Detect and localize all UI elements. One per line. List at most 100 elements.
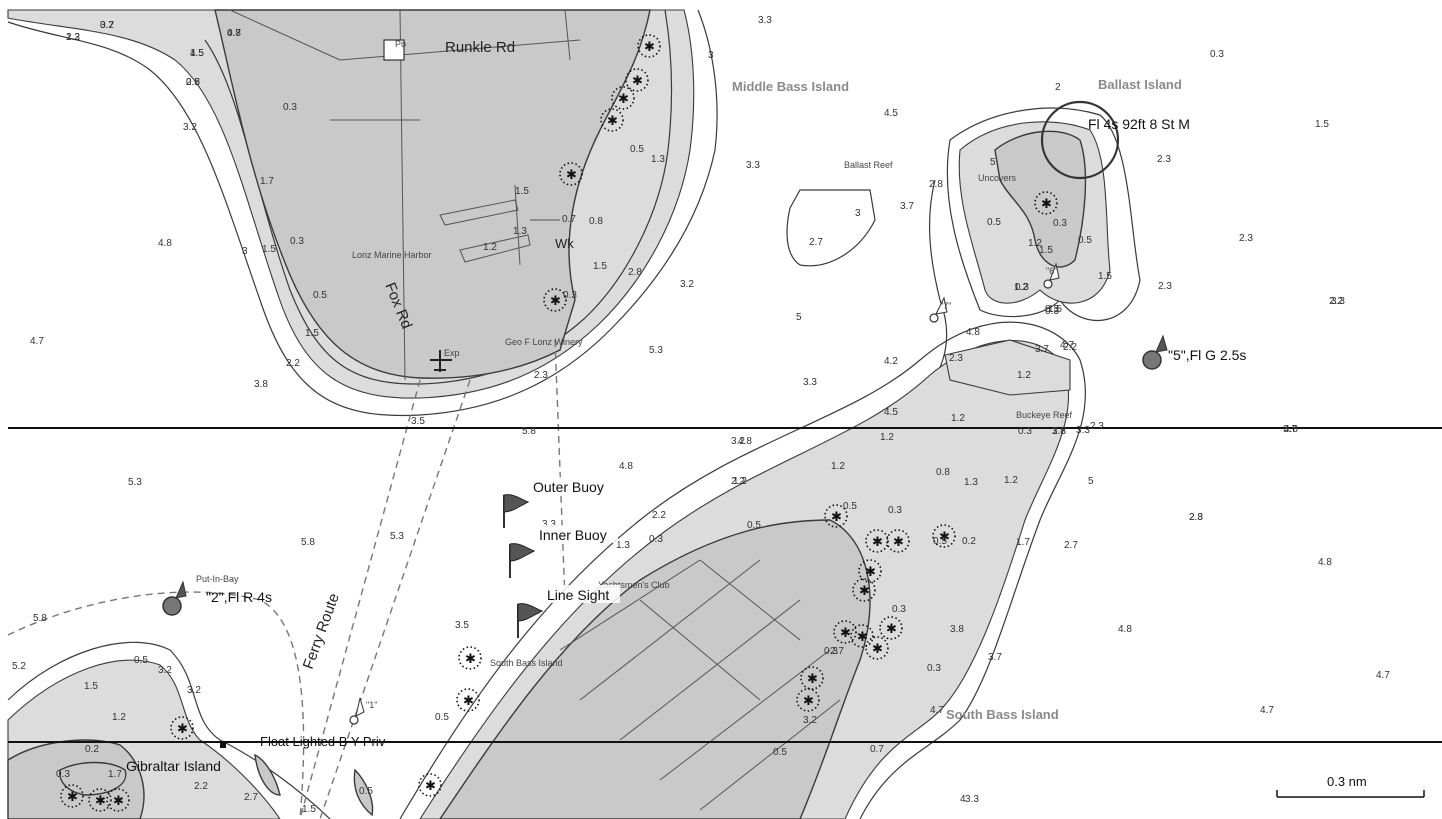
sounding: 0.3 [1210, 49, 1224, 60]
rock-icon [170, 716, 194, 740]
waypoint-line-sight[interactable]: Line Sight [517, 585, 620, 638]
label-wreck: Wk [555, 236, 574, 251]
sounding: 1.2 [733, 476, 747, 487]
sounding: 1.2 [831, 461, 845, 472]
sounding: 5.3 [128, 477, 142, 488]
ferry-line-2 [319, 379, 471, 819]
light-ring-ballast [1040, 100, 1120, 180]
sounding: 2.3 [534, 370, 548, 381]
label-grid-sign: Exp [444, 348, 460, 358]
buoy-5-icon[interactable] [1142, 334, 1168, 370]
rock-icon [879, 616, 903, 640]
rock-star-icon: ✱ [857, 630, 868, 645]
rocks-layer: ✱✱✱✱✱✱✱✱✱✱✱✱✱✱✱✱✱✱✱✱✱✱✱✱✱✱ [60, 34, 1058, 812]
rock-icon [858, 559, 882, 583]
rock-star-icon: ✱ [113, 794, 124, 809]
sounding: 0.3 [283, 102, 297, 113]
sounding: 0.5 [134, 655, 148, 666]
south-bass-island [399, 321, 1086, 819]
sounding: 2.3 [1090, 421, 1104, 432]
label-uncovers: Uncovers [978, 173, 1017, 183]
sounding: 5.8 [522, 426, 536, 437]
scale-bar: 0.3 nm [1276, 774, 1425, 798]
rock-star-icon: ✱ [831, 510, 842, 525]
label-put-in-bay: Put-In-Bay [196, 574, 239, 584]
sounding: 4.8 [738, 436, 752, 447]
rock-star-icon: ✱ [644, 40, 655, 55]
label-inner-buoy: Inner Buoy [539, 527, 607, 543]
rock-icon [418, 773, 442, 797]
rock-icon [456, 688, 480, 712]
label-gibraltar-island: Gibraltar Island [126, 758, 221, 774]
rock-star-icon: ✱ [872, 535, 883, 550]
buoy-1-icon[interactable] [349, 697, 365, 725]
sounding: 3.2 [100, 20, 114, 31]
label-south-bass-island: South Bass Island [946, 707, 1059, 722]
buoy-7-icon[interactable] [929, 296, 948, 323]
sounding: 4.5 [190, 48, 204, 59]
waypoint-inner-buoy[interactable]: Inner Buoy [509, 525, 618, 578]
sounding: 3.7 [900, 201, 914, 212]
sounding: 0.5 [773, 747, 787, 758]
sounding: 4.8 [1284, 424, 1298, 435]
rock-star-icon: ✱ [1041, 197, 1052, 212]
harbor-docks [439, 199, 531, 263]
waypoint-outer-buoy[interactable]: Outer Buoy [503, 477, 616, 528]
sounding: 5.3 [649, 345, 663, 356]
sounding: 1.7 [108, 769, 122, 780]
rock-icon [796, 688, 820, 712]
sounding: 1.5 [515, 186, 529, 197]
sounding: 0.8 [936, 467, 950, 478]
sounding: 2.3 [949, 353, 963, 364]
sounding: 3 [242, 246, 248, 257]
rock-icon [865, 529, 889, 553]
rock-star-icon: ✱ [893, 535, 904, 550]
sounding: 0.5 [186, 77, 200, 88]
buckeye-reef-shoal [944, 339, 1071, 396]
sounding: 3.3 [965, 794, 979, 805]
float-lighted-icon[interactable] [220, 742, 226, 748]
rock-star-icon: ✱ [865, 565, 876, 580]
sounding: 1.3 [616, 540, 630, 551]
label-lonz-harbor: Lonz Marine Harbor [352, 250, 432, 260]
rock-star-icon: ✱ [550, 294, 561, 309]
sounding: 5.8 [301, 537, 315, 548]
label-buoy-7: "7" [940, 301, 951, 311]
islet-2 [353, 768, 374, 817]
sounding: 0.5 [630, 144, 644, 155]
sounding: 1.5 [1039, 245, 1053, 256]
sounding: 2.7 [244, 792, 258, 803]
sounding: 1.2 [1014, 282, 1028, 293]
sounding: 4.7 [1260, 705, 1274, 716]
label-ballast-island: Ballast Island [1098, 77, 1182, 92]
label-post-office: Po [395, 39, 406, 49]
contour-outer-sbi [399, 321, 1086, 819]
rock-star-icon: ✱ [886, 622, 897, 637]
rock-star-icon: ✱ [803, 694, 814, 709]
label-outer-buoy: Outer Buoy [533, 479, 604, 495]
sounding: 3.2 [183, 122, 197, 133]
sounding: 4.8 [966, 327, 980, 338]
sounding: 3.5 [411, 416, 425, 427]
sounding: 5.3 [390, 531, 404, 542]
buoy-6-icon[interactable] [1043, 262, 1060, 289]
sounding: 4.2 [884, 356, 898, 367]
contour-west [7, 641, 331, 819]
sounding: 3.3 [803, 377, 817, 388]
sounding: 2.2 [731, 476, 745, 487]
sounding: 1.5 [190, 48, 204, 59]
sounding: 5 [1088, 476, 1094, 487]
rock-star-icon: ✱ [632, 74, 643, 89]
sounding: 2.3 [1239, 233, 1253, 244]
sounding: 0.5 [435, 712, 449, 723]
rock-icon [932, 524, 956, 548]
buoy-2-icon[interactable] [162, 580, 187, 616]
sounding: 2.8 [628, 267, 642, 278]
sounding: 3.2 [731, 436, 745, 447]
sounding: 5 [796, 312, 802, 323]
rock-star-icon: ✱ [463, 694, 474, 709]
sounding: 2.2 [66, 32, 80, 43]
sounding: 1.2 [483, 242, 497, 253]
